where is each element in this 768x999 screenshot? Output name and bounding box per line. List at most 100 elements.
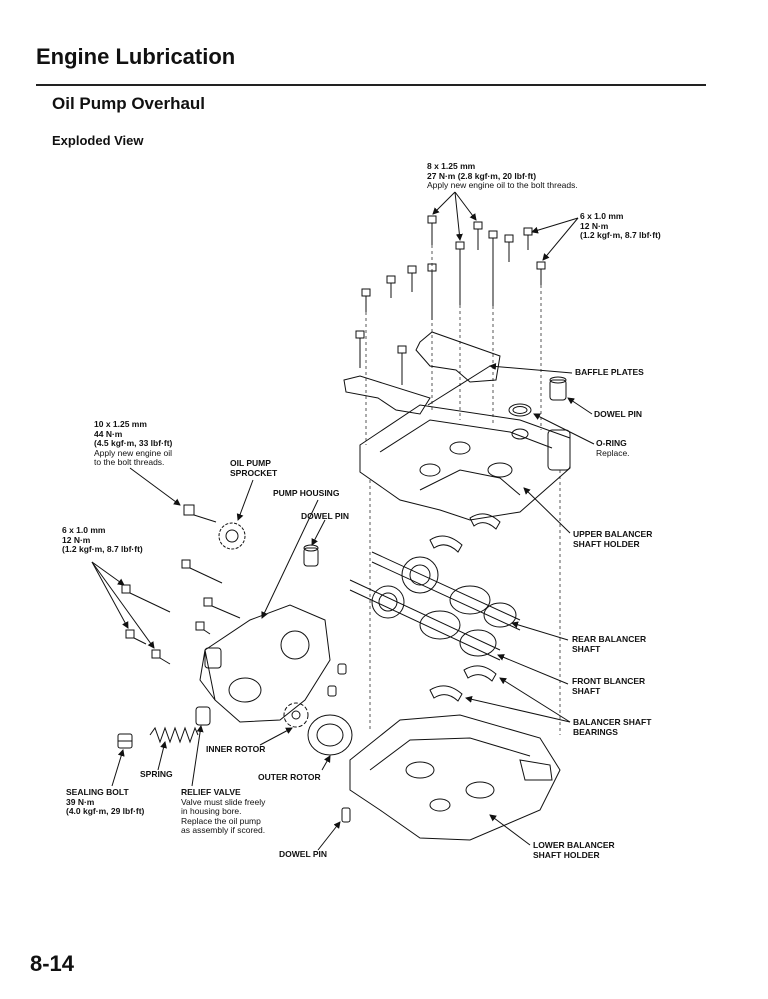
label-front-balancer: FRONT BLANCER SHAFT bbox=[572, 676, 646, 696]
bolt-icon bbox=[504, 234, 514, 262]
page-number: 8-14 bbox=[30, 951, 75, 976]
o-ring-icon bbox=[508, 403, 532, 417]
bearing-shell-icon bbox=[429, 535, 463, 553]
dowel-pin-icon bbox=[327, 685, 337, 697]
title-divider bbox=[36, 84, 706, 86]
front-balancer-shaft bbox=[349, 579, 501, 661]
label-line: in housing bore. bbox=[181, 806, 242, 816]
label-line: 8 x 1.25 mm bbox=[427, 161, 476, 171]
label-line: (1.2 kgf·m, 8.7 lbf·ft) bbox=[62, 544, 143, 554]
label-dowel-pin-right: DOWEL PIN bbox=[594, 409, 643, 419]
bolt-icon bbox=[523, 227, 533, 250]
label-oil-pump-sprocket: OIL PUMP SPROCKET bbox=[230, 458, 278, 478]
label-line: 44 N·m bbox=[94, 428, 123, 439]
label-line: UPPER BALANCER bbox=[573, 529, 653, 539]
label-line: 6 x 1.0 mm bbox=[580, 211, 624, 221]
label-line: FRONT BLANCER bbox=[572, 676, 646, 686]
bolt-icon bbox=[125, 629, 147, 645]
label-line: Replace. bbox=[596, 447, 630, 458]
label-left-bolt-6: 6 x 1.0 mm 12 N·m (1.2 kgf·m, 8.7 lbf·ft… bbox=[62, 525, 143, 555]
label-line: SHAFT bbox=[572, 685, 601, 696]
top-bolts bbox=[355, 215, 546, 385]
bolt-icon bbox=[195, 621, 211, 635]
label-line: OIL PUMP bbox=[230, 458, 271, 468]
label-line: 10 x 1.25 mm bbox=[94, 419, 147, 429]
bolt-icon bbox=[455, 241, 465, 305]
label-dowel-pin-mid: DOWEL PIN bbox=[301, 511, 350, 521]
label-relief-valve: RELIEF VALVE Valve must slide freely in … bbox=[181, 787, 266, 836]
label-right-bolt: 6 x 1.0 mm 12 N·m (1.2 kgf·m, 8.7 lbf·ft… bbox=[580, 211, 661, 241]
label-sealing-bolt: SEALING BOLT 39 N·m (4.0 kgf·m, 29 lbf·f… bbox=[66, 787, 145, 817]
bolt-icon bbox=[386, 275, 396, 298]
bolt-icon bbox=[355, 330, 365, 368]
view-title: Exploded View bbox=[52, 133, 144, 148]
bolt-icon bbox=[203, 597, 241, 619]
label-line: (1.2 kgf·m, 8.7 lbf·ft) bbox=[580, 230, 661, 240]
pump-housing bbox=[199, 604, 331, 723]
section-title: Oil Pump Overhaul bbox=[52, 94, 206, 113]
label-line: SEALING BOLT bbox=[66, 787, 129, 797]
label-top-bolt: 8 x 1.25 mm 27 N·m (2.8 kgf·m, 20 lbf·ft… bbox=[427, 161, 578, 191]
label-outer-rotor: OUTER ROTOR bbox=[258, 772, 321, 782]
bearing-shell-icon bbox=[469, 513, 501, 530]
label-line: O-RING bbox=[596, 438, 627, 448]
label-line: RELIEF VALVE bbox=[181, 787, 241, 797]
upper-balancer-shaft-holder bbox=[359, 404, 571, 521]
label-o-ring: O-RING Replace. bbox=[596, 438, 630, 458]
label-left-bolt-10: 10 x 1.25 mm 44 N·m (4.5 kgf·m, 33 lbf·f… bbox=[94, 419, 173, 468]
bolt-icon bbox=[427, 215, 437, 245]
label-balancer-bearings: BALANCER SHAFT BEARINGS bbox=[573, 717, 652, 737]
label-line: 12 N·m bbox=[580, 220, 609, 231]
label-pump-housing: PUMP HOUSING bbox=[273, 488, 340, 498]
label-upper-balancer: UPPER BALANCER SHAFT HOLDER bbox=[573, 529, 653, 549]
bolt-icon bbox=[536, 261, 546, 285]
spring-icon bbox=[149, 726, 199, 744]
rear-balancer-shaft bbox=[371, 551, 521, 631]
inner-rotor-icon bbox=[283, 702, 309, 728]
bolt-icon bbox=[183, 504, 217, 523]
label-spring: SPRING bbox=[140, 769, 173, 779]
label-line: as assembly if scored. bbox=[181, 825, 266, 835]
label-line: SHAFT HOLDER bbox=[533, 849, 600, 860]
label-line: BEARINGS bbox=[573, 726, 618, 737]
dowel-pin-icon bbox=[337, 663, 347, 675]
dowel-pin-icon bbox=[303, 544, 319, 567]
bolt-icon bbox=[151, 649, 171, 665]
bolt-icon bbox=[407, 265, 417, 292]
outer-rotor-icon bbox=[307, 714, 353, 756]
dowel-pin-icon bbox=[341, 807, 351, 823]
label-lower-balancer: LOWER BALANCER SHAFT HOLDER bbox=[533, 840, 615, 860]
label-line: (4.5 kgf·m, 33 lbf·ft) bbox=[94, 438, 173, 448]
label-dowel-pin-bottom: DOWEL PIN bbox=[279, 849, 328, 859]
bolt-icon bbox=[181, 559, 223, 584]
label-line: Valve must slide freely bbox=[181, 796, 266, 807]
bolt-icon bbox=[473, 221, 483, 250]
label-line: Replace the oil pump bbox=[181, 815, 261, 826]
label-baffle-plates: BAFFLE PLATES bbox=[575, 367, 644, 377]
label-line: 39 N·m bbox=[66, 796, 95, 807]
bearing-shell-icon bbox=[463, 665, 497, 682]
bearing-shell-icon bbox=[429, 685, 463, 702]
baffle-plates bbox=[343, 331, 501, 415]
label-line: SHAFT HOLDER bbox=[573, 538, 640, 549]
bolt-icon bbox=[121, 584, 171, 613]
label-line: (4.0 kgf·m, 29 lbf·ft) bbox=[66, 806, 145, 816]
relief-valve-icon bbox=[195, 706, 211, 726]
page-title: Engine Lubrication bbox=[36, 44, 236, 69]
label-line: SHAFT bbox=[572, 643, 601, 654]
label-line: to the bolt threads. bbox=[94, 457, 165, 467]
bolt-icon bbox=[361, 288, 371, 312]
label-line: 27 N·m (2.8 kgf·m, 20 lbf·ft) bbox=[427, 170, 537, 181]
label-line: Apply new engine oil bbox=[94, 447, 172, 458]
label-line: BALANCER SHAFT bbox=[573, 717, 652, 727]
label-line: LOWER BALANCER bbox=[533, 840, 615, 850]
label-rear-balancer: REAR BALANCER SHAFT bbox=[572, 634, 647, 654]
sealing-bolt-icon bbox=[117, 733, 133, 749]
label-line: 6 x 1.0 mm bbox=[62, 525, 106, 535]
label-line: SPROCKET bbox=[230, 467, 278, 478]
dowel-pin-icon bbox=[549, 376, 567, 401]
lower-balancer-shaft-holder bbox=[349, 714, 561, 841]
label-line: REAR BALANCER bbox=[572, 634, 647, 644]
bolt-icon bbox=[397, 345, 407, 385]
